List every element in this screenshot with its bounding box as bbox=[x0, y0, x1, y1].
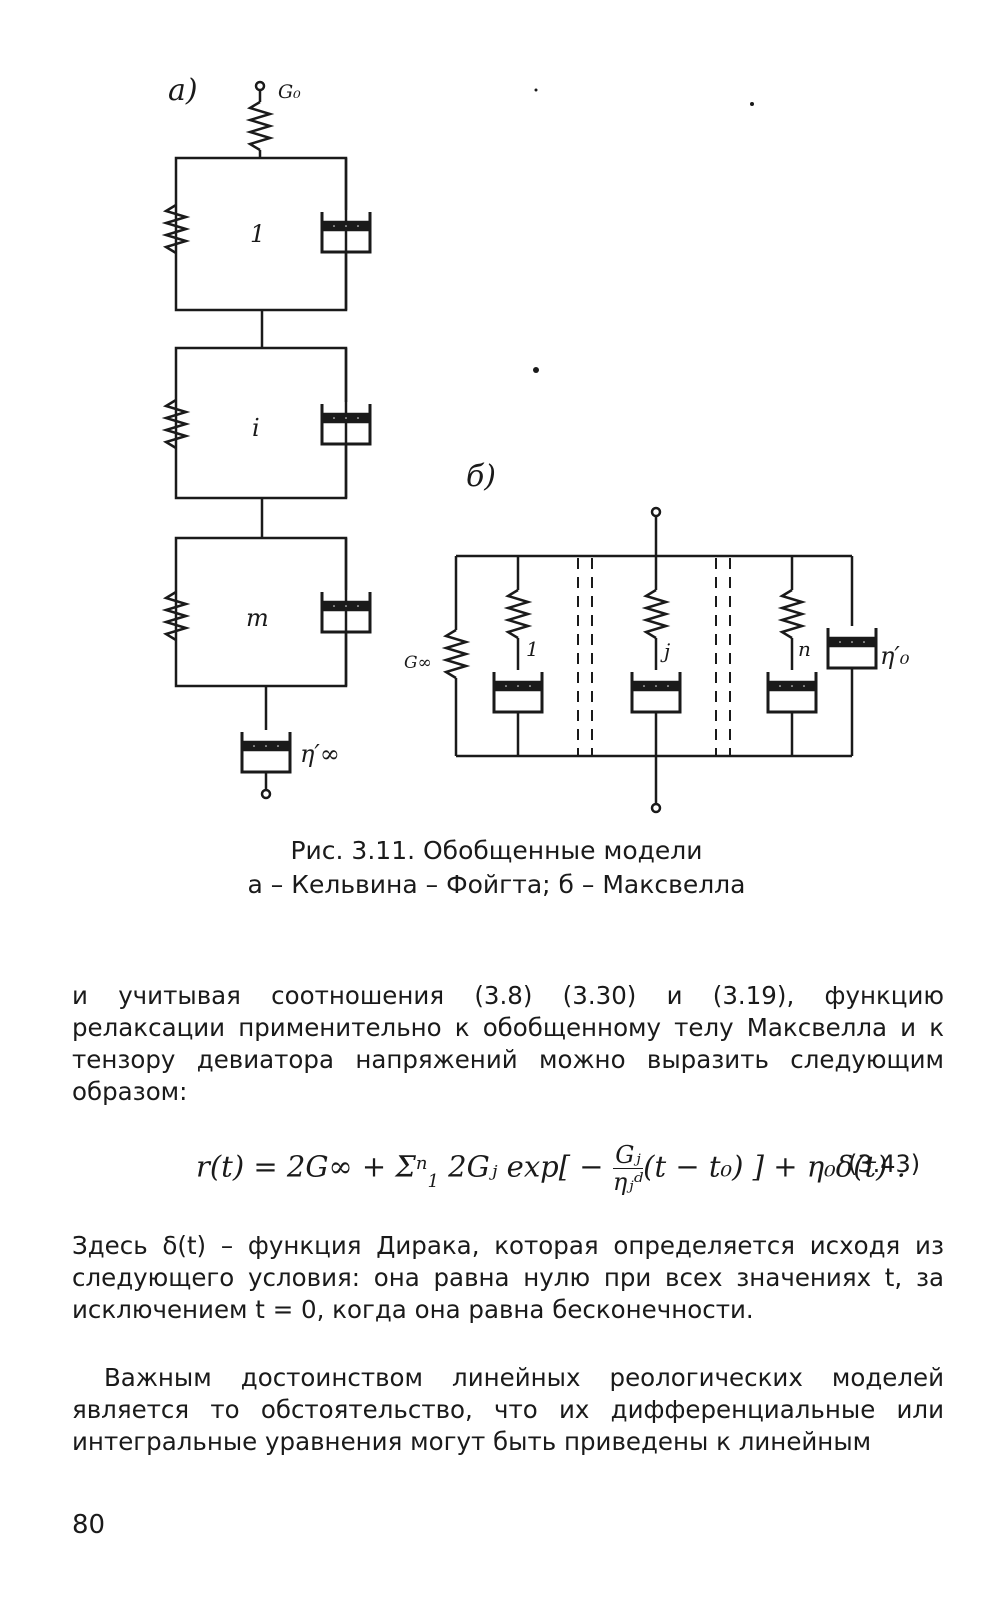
formula-term: 2Gⱼ exp[ − bbox=[448, 1149, 613, 1184]
figure-3-11: а) G₀ 1 i m η′∞ bbox=[161, 73, 910, 814]
panel-b-label: б) bbox=[466, 459, 496, 494]
page-number: 80 bbox=[72, 1510, 106, 1540]
formula-frac-denominator: ηⱼᵈ bbox=[612, 1168, 644, 1196]
formula-frac-numerator: Gⱼ bbox=[612, 1142, 644, 1169]
paragraph-2: Здесь δ(t) – функция Дирака, которая опр… bbox=[72, 1231, 944, 1324]
speck bbox=[750, 102, 754, 106]
unit-label-m: m bbox=[246, 604, 269, 632]
figure-caption-line-1: Рис. 3.11. Обобщенные модели bbox=[290, 836, 703, 865]
panel-b: б) G∞ 1 j bbox=[404, 459, 910, 814]
formula-tail: (t − t₀) ] + η₀δ(t) . bbox=[643, 1149, 906, 1184]
formula-sum-upper: n bbox=[415, 1152, 428, 1174]
paragraph-1: и учитывая соотношения (3.8) (3.30) и (3… bbox=[72, 981, 944, 1106]
panel-a: а) G₀ 1 i m η′∞ bbox=[161, 73, 372, 800]
kelvin-unit-1-spring bbox=[161, 203, 191, 255]
unit-label-1: 1 bbox=[250, 220, 265, 248]
speck bbox=[533, 367, 539, 373]
paragraph-3: Важным достоинством линейных реологическ… bbox=[72, 1363, 944, 1456]
formula-sum-lower: 1 bbox=[427, 1170, 439, 1192]
panel-a-label: а) bbox=[168, 73, 198, 108]
g-inf-spring bbox=[441, 628, 471, 680]
equation-number: (3.43) bbox=[848, 1150, 921, 1178]
formula-sum: Σ bbox=[395, 1149, 416, 1184]
eta-0-label: η′₀ bbox=[880, 642, 910, 670]
kelvin-unit-m-spring bbox=[161, 590, 191, 642]
branch-label-j: j bbox=[660, 639, 670, 663]
kelvin-unit-i-spring bbox=[161, 398, 191, 450]
branch-label-n: n bbox=[798, 637, 811, 661]
top-spring bbox=[245, 100, 275, 152]
speck bbox=[534, 88, 538, 92]
figure-caption-line-2: а – Кельвина – Фойгта; б – Максвелла bbox=[247, 870, 746, 899]
unit-label-i: i bbox=[252, 414, 260, 442]
formula-lhs: r(t) = 2G∞ + bbox=[196, 1149, 396, 1184]
g0-label: G₀ bbox=[278, 81, 301, 103]
g-inf-label: G∞ bbox=[404, 653, 432, 673]
branch-label-1: 1 bbox=[526, 637, 539, 661]
eta-inf-label: η′∞ bbox=[300, 740, 340, 768]
